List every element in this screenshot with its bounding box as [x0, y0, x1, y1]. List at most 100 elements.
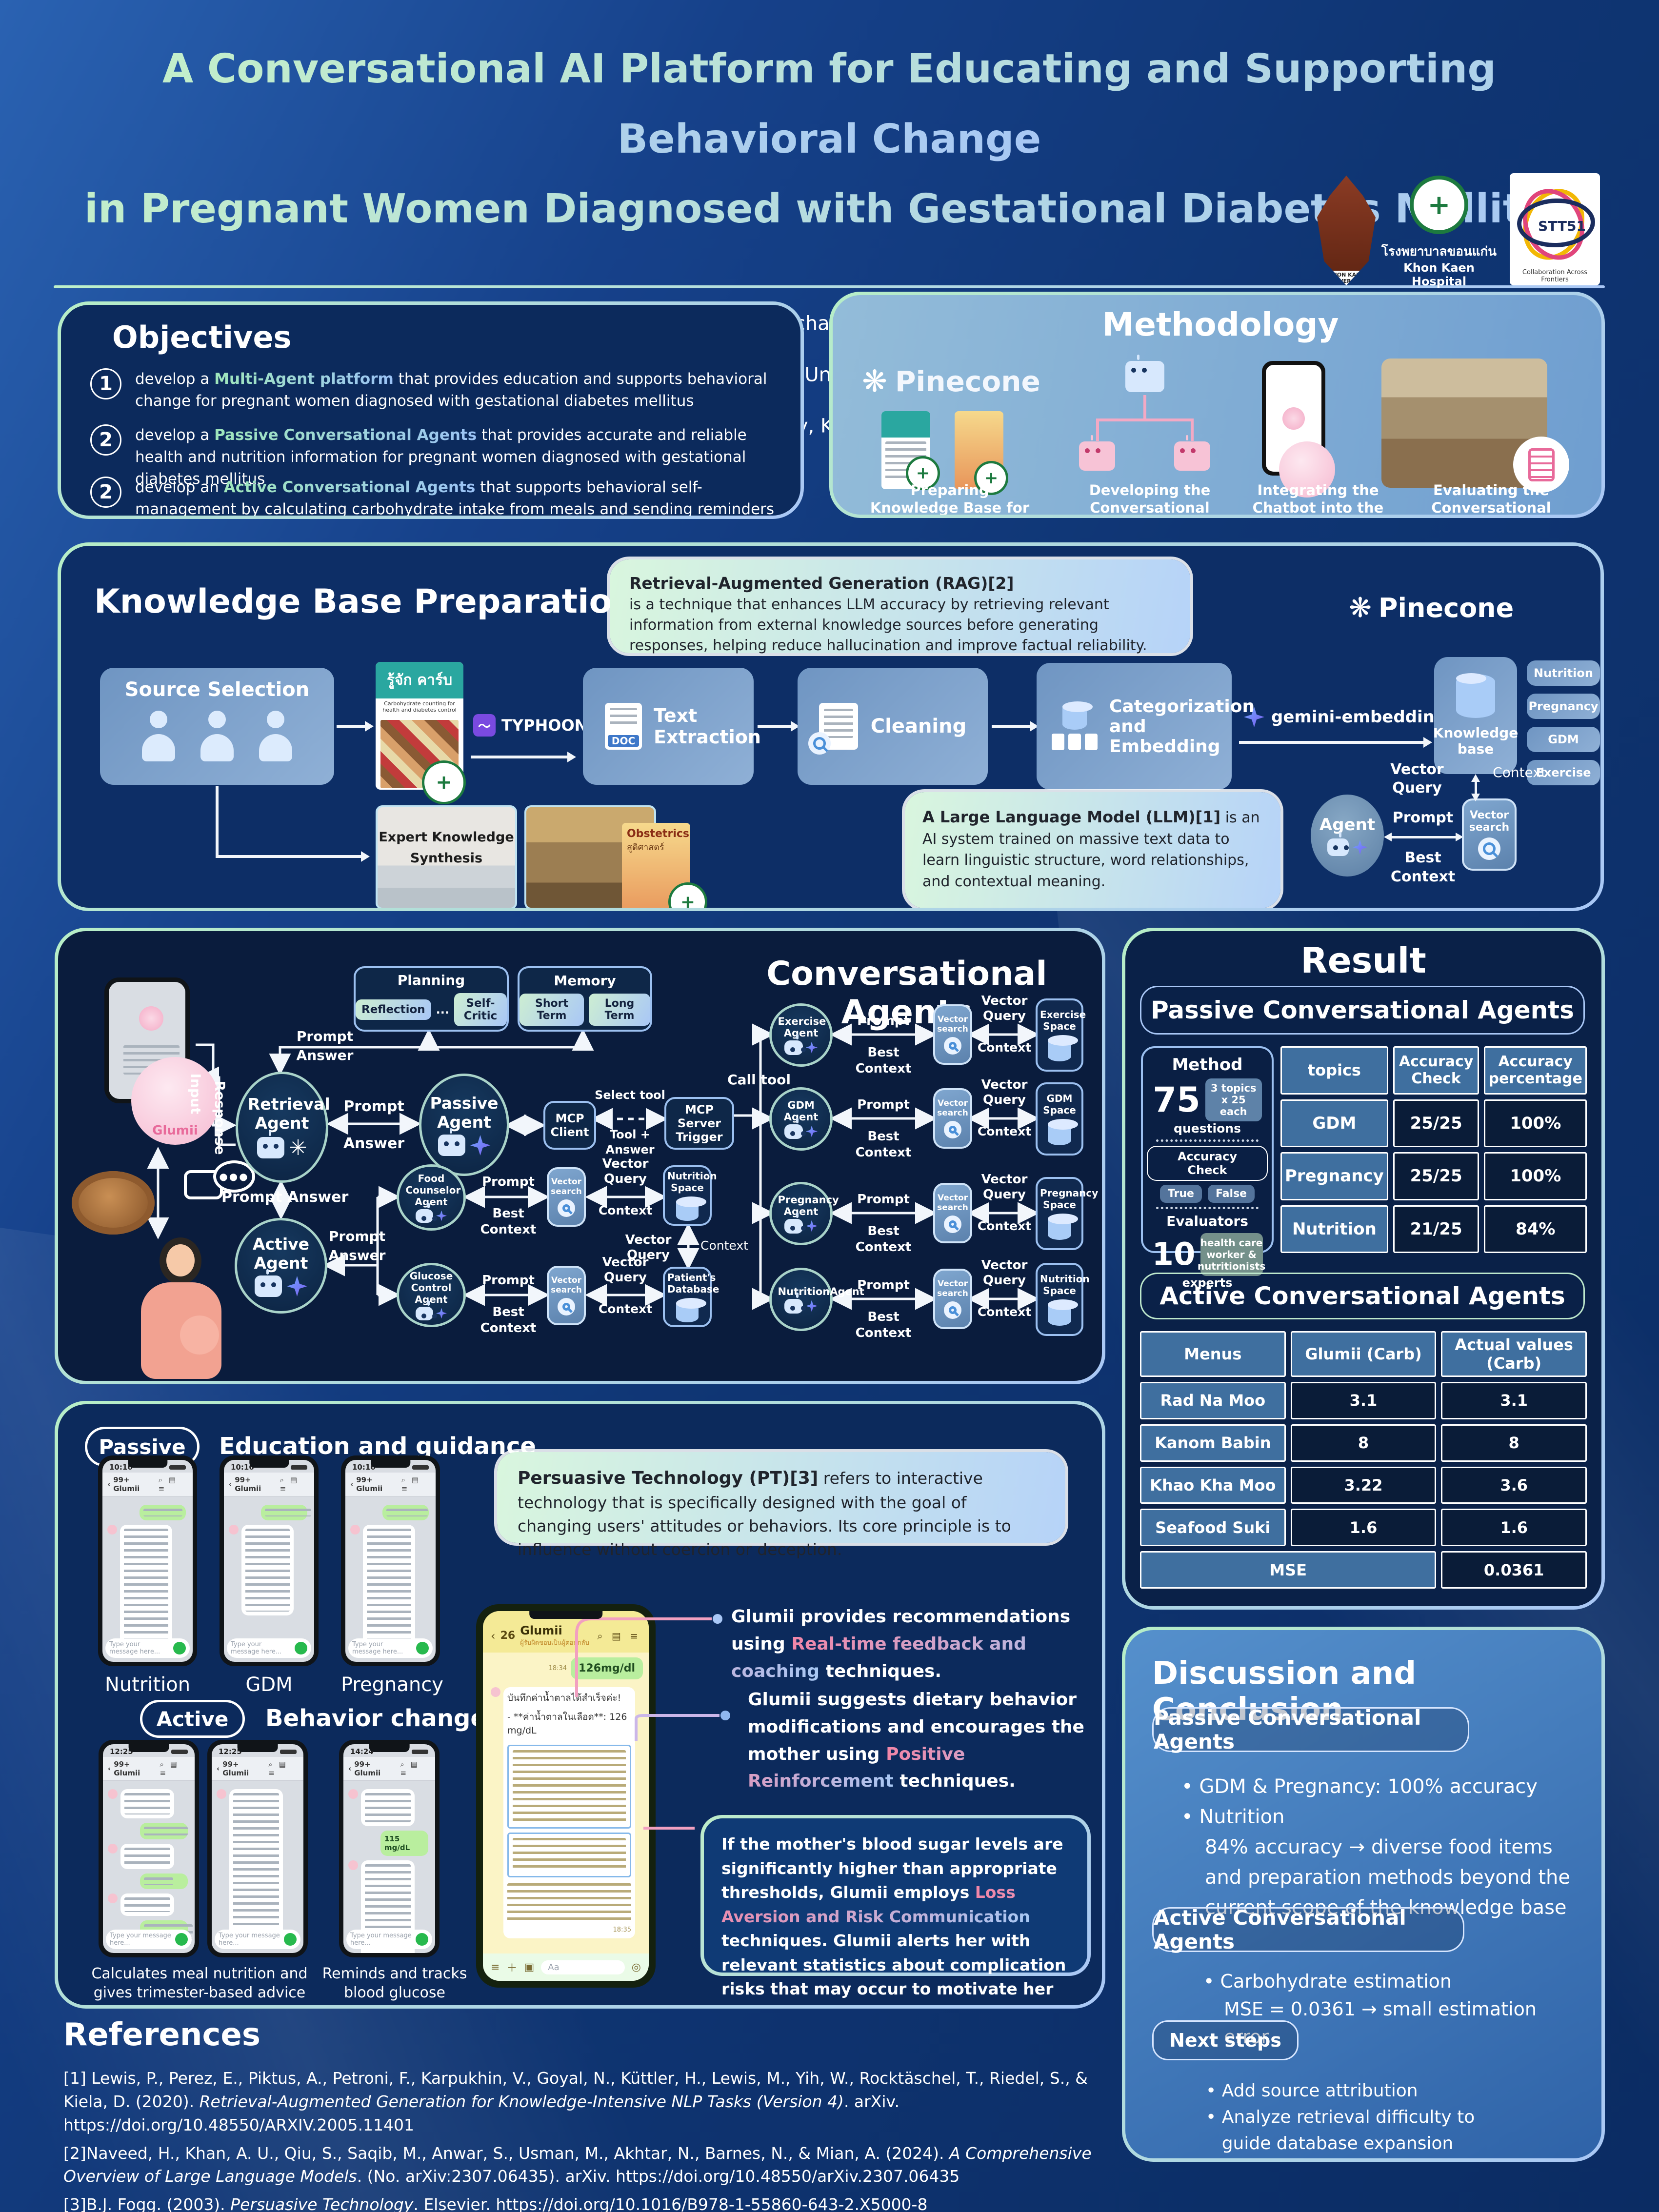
answer-label: Answer: [343, 1135, 405, 1152]
row-kanombabin: Kanom Babin: [1140, 1424, 1286, 1462]
showcase-panel-body: Passive Education and guidance 10:16 ‹99…: [58, 1404, 1102, 2005]
kkh-seal-icon: +: [974, 461, 1008, 495]
bot-bubble: [107, 1525, 172, 1654]
methodology-step-1: Preparing Knowledge Base for RAG: [870, 482, 1030, 515]
kb-vquery-label: Vector Query: [1390, 761, 1444, 797]
mid-vq: Vector Query: [625, 1233, 672, 1263]
active-caption-2: Reminds and tracks blood glucose monitor…: [322, 1965, 467, 2005]
row-gdm-topic: GDM: [1280, 1099, 1388, 1147]
source-selection-people: [100, 711, 334, 761]
pregnant-woman-illustration: [121, 1237, 241, 1379]
vector-search-box-4: Vector search: [933, 1269, 972, 1329]
message-input: Type your message here...: [346, 1930, 432, 1949]
folder-icon: [1085, 734, 1098, 750]
kku-logo-label: KHON KAEN UNIVERSITY: [1317, 271, 1376, 285]
hospital-name-en: Khon Kaen Hospital: [1403, 261, 1475, 288]
mse-value-cell: 0.0361: [1441, 1551, 1587, 1589]
row-ctx-1: Context: [977, 1040, 1032, 1055]
flow-arrow: [1239, 737, 1432, 748]
discussion-panel-body: Discussion and Conclusion Passive Conver…: [1125, 1630, 1601, 2158]
pregnancy-space-box: Pregnancy Space: [1036, 1177, 1098, 1250]
row-pregnancy-pct: 100%: [1484, 1152, 1587, 1200]
methodology-title: Methodology: [1102, 306, 1339, 343]
experts-count: 10: [1152, 1236, 1196, 1273]
result-panel: Result Passive Conversational Agents Met…: [1122, 928, 1605, 1610]
retrieval-agent-node: Retrieval Agent ✳: [236, 1072, 330, 1183]
objective-text-1: develop a Multi-Agent platform that prov…: [135, 370, 767, 410]
callout-realtime: Glumii provides recommendations using Re…: [731, 1607, 1071, 1681]
bullet-gdm-pregnancy: • GDM & Pregnancy: 100% accuracy: [1181, 1775, 1538, 1798]
objectives-title: Objectives: [112, 319, 292, 355]
method-divider-2: [1156, 1207, 1259, 1209]
robot-connector: [1096, 418, 1099, 441]
chat-title: Glumii: [520, 1624, 562, 1637]
bot-bubble: [108, 1893, 174, 1916]
kb-prompt-label: Prompt: [1392, 809, 1454, 826]
header-icons: ⌕ ▤ ≡: [597, 1630, 641, 1642]
passive-agents-header: Passive Conversational Agents: [1140, 986, 1585, 1035]
source-to-photos-arrow: [216, 851, 370, 862]
row-khaokhamoo: Khao Kha Moo: [1140, 1466, 1286, 1504]
exercise-space-box: Exercise Space: [1036, 998, 1086, 1072]
glucose-value-bubble: 115 mg/dL: [380, 1831, 428, 1856]
agent-robot-icon: [1327, 832, 1349, 856]
methodology-panel: Methodology ❋ Pinecone + +: [829, 292, 1605, 518]
passive-spark-icon: [470, 1135, 491, 1156]
memory-label: Memory: [554, 972, 616, 989]
method-card: Method 75 3 topics x 25 each questions A…: [1141, 1046, 1274, 1290]
cleaning-magnifier: [808, 732, 831, 755]
book-cover-carb-header: [881, 411, 930, 438]
stt51-sublabel: Collaboration Across Frontiers: [1522, 269, 1588, 283]
user-bubble: [140, 1823, 188, 1839]
glucose-vq: Vector Query: [602, 1255, 649, 1285]
text-extraction-box: DOC Text Extraction: [583, 668, 761, 785]
reference-3: [3]B.J. Fogg. (2003). Persuasive Technol…: [63, 2195, 928, 2212]
true-chip: True: [1159, 1185, 1202, 1203]
row-ctx-3: Context: [977, 1219, 1032, 1233]
method-questions-label: questions: [1174, 1121, 1241, 1136]
knowledge-base-panel-body: Knowledge Base Preparation Retrieval-Aug…: [61, 546, 1600, 908]
stt51-label: STT51: [1538, 218, 1586, 234]
experts-chip: health care worker & nutritionists: [1198, 1233, 1265, 1276]
row-kanombabin-glumii: 8: [1290, 1424, 1437, 1462]
planning-label: Planning: [397, 972, 465, 988]
loss-aversion-text: If the mother's blood sugar levels are s…: [721, 1834, 1066, 2005]
discussion-active-chip: Active Conversational Agents: [1152, 1906, 1464, 1953]
row-nutrition-check: 21/25: [1393, 1205, 1479, 1253]
reference-1: [1] Lewis, P., Perez, E., Piktus, A., Pe…: [63, 2069, 1088, 2134]
tag-nutrition: Nutrition: [1527, 660, 1600, 686]
pt-infobox-bold: Persuasive Technology (PT)[3]: [518, 1468, 819, 1488]
child-robot-icon-1: [1079, 435, 1115, 471]
passive-section-title: Education and guidance: [219, 1433, 536, 1460]
glucose-vector-search: Vector search: [547, 1266, 586, 1325]
categorization-icon: [1052, 701, 1098, 750]
big-phone: ‹ 26 Glumii ผู้รับผิดชอบเป็นผู้ตอบกลับ ⌕…: [476, 1604, 656, 1988]
typhoon-ocr-icon: 〜: [473, 714, 496, 737]
nutrition-space-box: Nutrition Space: [1036, 1263, 1090, 1336]
row-kanombabin-actual: 8: [1441, 1424, 1587, 1462]
objective-item-3: 2 develop an Active Conversational Agent…: [90, 477, 783, 516]
row-seafoodsuki-actual: 1.6: [1441, 1509, 1587, 1547]
user-bubble: [140, 1873, 188, 1889]
glumii-mascot-label: Glumii: [152, 1123, 198, 1138]
flow-arrow: [471, 752, 576, 762]
planning-dots: ...: [436, 1002, 450, 1016]
bullet-mse: MSE = 0.0361 → small estimation error: [1224, 1998, 1537, 2048]
objective-number-2: 2: [90, 424, 121, 456]
passive-robot-icon: [438, 1128, 465, 1156]
pinecone-icon: ❋: [862, 363, 887, 399]
references-title: References: [63, 2017, 260, 2053]
gdm-agent-node: GDM Agent: [769, 1087, 833, 1151]
kb-vector-search-box: Vector search: [1462, 798, 1517, 871]
retrieval-agent-label: Retrieval Agent: [248, 1094, 330, 1133]
header-icons: ⌕ ▤ ≡: [158, 1475, 178, 1493]
methodology-step-4: Evaluating the Conversational Agents: [1431, 482, 1551, 515]
expert-caption: Expert Knowledge Synthesis: [379, 830, 514, 866]
row-vq-3: Vector Query: [981, 1172, 1028, 1202]
col-header-actual: Actual values (Carb): [1441, 1331, 1587, 1377]
